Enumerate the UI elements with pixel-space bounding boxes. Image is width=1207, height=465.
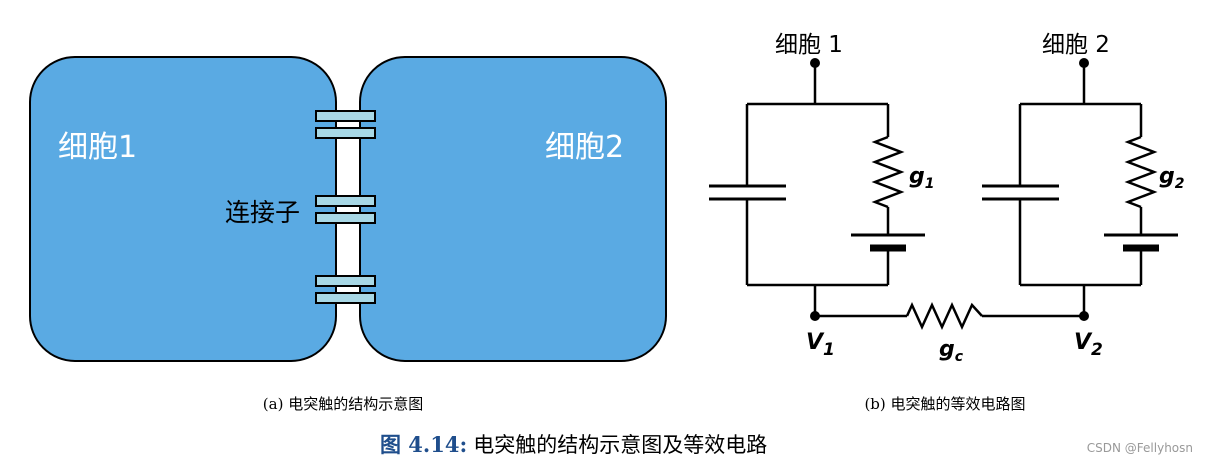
gc-label: gc xyxy=(939,337,964,365)
cell-2-body xyxy=(359,56,667,362)
structure-diagram: 细胞1 细胞2 连接子 xyxy=(29,56,667,362)
caption-a: (a) 电突触的结构示意图 xyxy=(263,395,423,413)
node-v2 xyxy=(1079,311,1089,321)
watermark: CSDN @Fellyhosn xyxy=(1087,441,1193,455)
g1-label: g1 xyxy=(909,164,935,192)
cell-1-circuit xyxy=(709,63,925,316)
cell-2-label: 细胞2 xyxy=(545,130,624,165)
resistor-g2 xyxy=(1124,135,1158,209)
terminal-cell-2-top xyxy=(1079,58,1089,68)
connexon-label: 连接子 xyxy=(225,198,300,227)
terminal-cell-1-top xyxy=(810,58,820,68)
equivalent-circuit xyxy=(709,63,1178,331)
coupling-resistor-gc xyxy=(815,301,1084,331)
connexon-middle xyxy=(315,195,376,224)
cell-1-label: 细胞1 xyxy=(58,130,137,165)
figure-caption: 图 4.14:电突触的结构示意图及等效电路 xyxy=(380,432,767,457)
v1-label: V1 xyxy=(806,330,835,360)
terminals xyxy=(810,58,1089,321)
circuit-cell-1-label: 细胞 1 xyxy=(775,32,843,58)
v2-label: V2 xyxy=(1074,330,1103,360)
node-v1 xyxy=(810,311,820,321)
g2-label: g2 xyxy=(1159,164,1185,192)
figure-title: 电突触的结构示意图及等效电路 xyxy=(473,433,767,457)
connexon-bottom xyxy=(315,275,376,304)
caption-b: (b) 电突触的等效电路图 xyxy=(864,395,1025,413)
circuit-cell-2-label: 细胞 2 xyxy=(1042,32,1110,58)
cell-2-circuit xyxy=(982,63,1178,316)
figure-number: 图 4.14: xyxy=(380,432,467,457)
resistor-g1 xyxy=(871,135,905,209)
connexon-top xyxy=(315,110,376,139)
